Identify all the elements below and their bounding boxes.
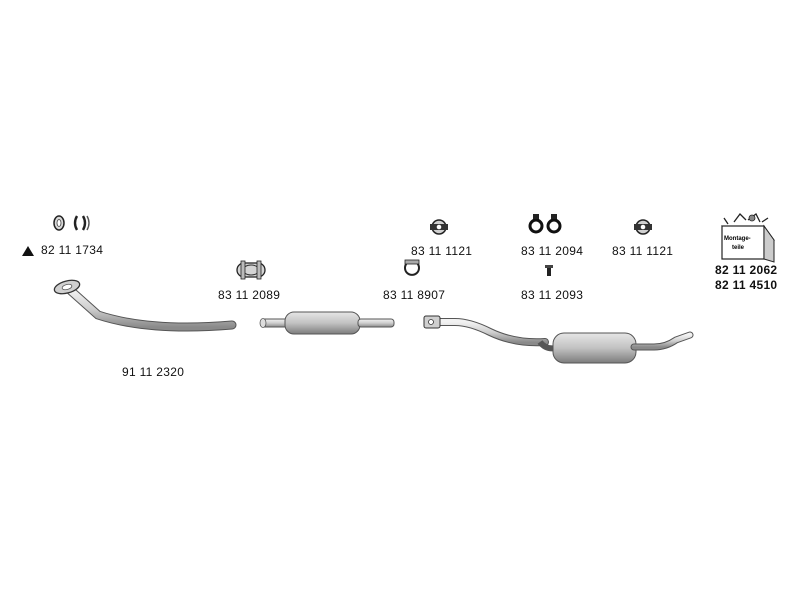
middle-muffler-part[interactable] bbox=[259, 311, 395, 335]
rubber-mount-icon[interactable] bbox=[430, 219, 448, 235]
pipe-clamp-icon[interactable] bbox=[404, 259, 420, 276]
kit-box-line1: Montage- bbox=[724, 236, 751, 242]
bolt-icon[interactable] bbox=[545, 265, 553, 276]
part-number-rubber-ring-pair[interactable]: 83 11 2094 bbox=[521, 244, 584, 258]
part-number-rubber-mount-left[interactable]: 83 11 1121 bbox=[411, 244, 473, 258]
rubber-mount-icon-right[interactable] bbox=[634, 219, 652, 235]
front-pipe-part[interactable] bbox=[53, 278, 237, 332]
mounting-kit-box-icon[interactable]: Montage- teile bbox=[721, 213, 775, 263]
part-number-rubber-mount-right[interactable]: 83 11 1121 bbox=[612, 244, 674, 258]
kit-box-line2: teile bbox=[732, 245, 745, 251]
part-number-clamp[interactable]: 83 11 2089 bbox=[218, 288, 281, 302]
rear-muffler-part[interactable] bbox=[423, 315, 694, 364]
part-number-mounting-kit-1[interactable]: 82 11 2062 bbox=[715, 263, 778, 277]
rubber-ring-icon[interactable] bbox=[528, 214, 562, 234]
part-number-front-pipe[interactable]: 91 11 2320 bbox=[122, 365, 185, 379]
triangle-icon bbox=[22, 246, 34, 256]
gasket-ring-icon[interactable] bbox=[53, 215, 65, 231]
part-number-mounting-kit-2[interactable]: 82 11 4510 bbox=[715, 278, 778, 292]
part-number-bolt[interactable]: 83 11 2093 bbox=[521, 288, 584, 302]
part-number-middle-muffler-clamp[interactable]: 83 11 8907 bbox=[383, 288, 446, 302]
clamp-icon[interactable] bbox=[236, 260, 266, 280]
part-number-gasket-set[interactable]: 82 11 1734 bbox=[41, 243, 104, 257]
gasket-clip-icon[interactable] bbox=[73, 215, 90, 231]
